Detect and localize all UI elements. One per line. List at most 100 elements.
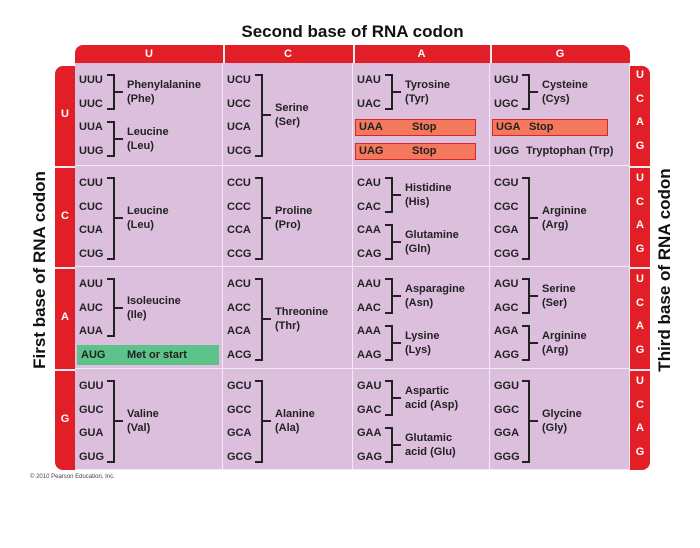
amino-acid-label: Proline(Pro) [275,204,312,232]
amino-acid-line: (His) [405,195,430,208]
bracket-stem [529,90,538,93]
row-divider [55,267,75,269]
amino-acid-line: Histidine [405,181,452,194]
codon: UUA [79,121,103,133]
bracket-stem [392,193,401,196]
codon: CUU [79,177,103,189]
amino-acid-label: Arginine(Arg) [542,204,587,232]
amino-acid-line: Proline [275,205,313,218]
codon: GCC [227,403,252,416]
bracket-stem [392,443,401,446]
header-divider [223,45,225,63]
codon: GUU [79,380,104,392]
codon: CAU [357,177,381,189]
bracket-stem [392,341,401,344]
codon: CCG [227,247,252,260]
stop-label: Stop [412,144,437,157]
codon: AUC [79,301,103,314]
amino-acid-line: Arginine [542,205,587,218]
amino-acid-line: Alanine [275,408,315,421]
amino-acid-label: Lysine(Lys) [405,329,439,357]
amino-acid-label: Leucine(Leu) [127,125,169,153]
bracket-stem [392,90,401,93]
codon: UCU [227,74,251,86]
amino-acid-line: (Ser) [542,296,568,309]
codon: CCA [227,224,251,236]
amino-acid-label: Phenylalanine(Phe) [127,78,201,106]
codon: GAC [357,403,382,416]
third-base-G: G [635,242,645,255]
codon: CGU [494,177,519,189]
codon: CAA [357,224,381,236]
amino-acid-label: Serine(Ser) [275,101,309,129]
codon: GGU [494,380,520,392]
bracket-stem [529,217,538,220]
third-base-U: U [636,69,644,81]
start-codon-box: AUG Met or start [77,344,219,365]
bracket-stem [114,306,123,309]
bracket-stem [114,217,123,220]
codon: AAG [357,348,382,361]
codon: GUG [79,450,105,463]
amino-acid-line: Glycine [542,408,582,421]
codon: UCG [227,144,252,157]
amino-acid-line: (Leu) [127,219,154,232]
codon: GUA [79,427,104,439]
third-base-C: C [636,195,644,208]
amino-acid-label: Glycine(Gly) [542,407,582,435]
header-divider [353,45,355,63]
amino-acid-line: (Leu) [127,139,154,152]
start-codon: AUG [81,348,106,361]
codon: CAC [357,200,381,213]
codon: CAG [357,247,382,260]
stop-codon-box: UAG Stop [355,142,476,160]
amino-acid-line: Threonine [275,306,329,319]
codon: CGG [494,247,520,260]
amino-acid-line: (Lys) [405,343,431,356]
row-divider [55,166,75,168]
bracket-stem [114,90,123,93]
codon: ACG [227,348,252,361]
bracket-stem [392,240,401,243]
third-base-A: A [636,320,644,332]
amino-acid-line: acid (Glu) [405,445,456,458]
amino-acid-label: Alanine(Ala) [275,407,315,435]
codon: UUG [79,144,104,157]
amino-acid-label: Leucine(Leu) [127,204,169,232]
codon: CUC [79,200,103,213]
codon: CCU [227,177,251,189]
title: Second base of RNA codon [241,22,464,41]
amino-acid-line: Serine [275,102,309,115]
amino-acid-line: Valine [127,408,159,421]
amino-acid-line: (Asn) [405,296,434,309]
bracket-stem [529,341,538,344]
stop-codon: UAG [359,144,384,157]
second-base-A: A [417,48,426,60]
codon: AGU [494,278,519,290]
amino-acid-line: Arginine [542,329,587,342]
codon: UCA [227,121,251,133]
stop-codon: UAA [359,121,383,133]
bracket-stem [114,137,123,140]
amino-acid-label: Threonine(Thr) [275,305,328,333]
codon: AAC [357,301,381,314]
first-base-label: First base of RNA codon [30,171,49,369]
amino-acid-line: Glutamic [405,431,453,444]
amino-acid-line: (Ala) [275,422,300,435]
amino-acid-line: (Arg) [542,219,569,232]
start-label: Met or start [127,348,187,361]
